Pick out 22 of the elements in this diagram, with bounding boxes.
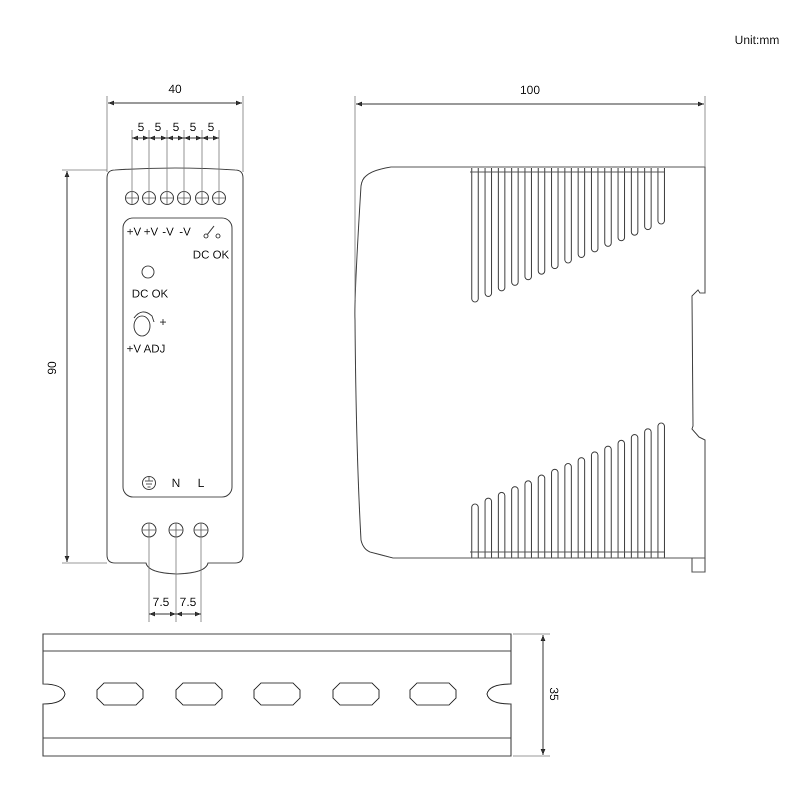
- terminal-label: -V: [162, 227, 174, 239]
- indicator-label: DC OK: [192, 250, 230, 262]
- dimension-label: 100: [520, 84, 540, 96]
- dimension-label: 7.5: [152, 596, 170, 608]
- dimension-label: 5: [138, 121, 144, 133]
- adjustment-sign: +: [160, 316, 166, 328]
- terminal-label: -V: [179, 227, 191, 239]
- dimension-label: 40: [168, 83, 182, 95]
- terminal-label: L: [198, 477, 204, 489]
- dimension-label: 35: [548, 687, 560, 701]
- dimension-label: 5: [208, 121, 214, 133]
- unit-note: Unit:mm: [734, 34, 780, 46]
- dimension-label: 5: [190, 121, 196, 133]
- indicator-label: DC OK: [132, 289, 168, 301]
- adjustment-label: +V ADJ: [126, 344, 166, 356]
- terminal-label: +V: [126, 227, 142, 239]
- terminal-label: N: [172, 477, 180, 489]
- terminal-label: +V: [144, 227, 158, 239]
- dimension-label: 5: [172, 121, 180, 133]
- dimension-label: 5: [154, 121, 162, 133]
- dimension-label: 90: [46, 361, 58, 375]
- dimension-label: 7.5: [180, 596, 196, 608]
